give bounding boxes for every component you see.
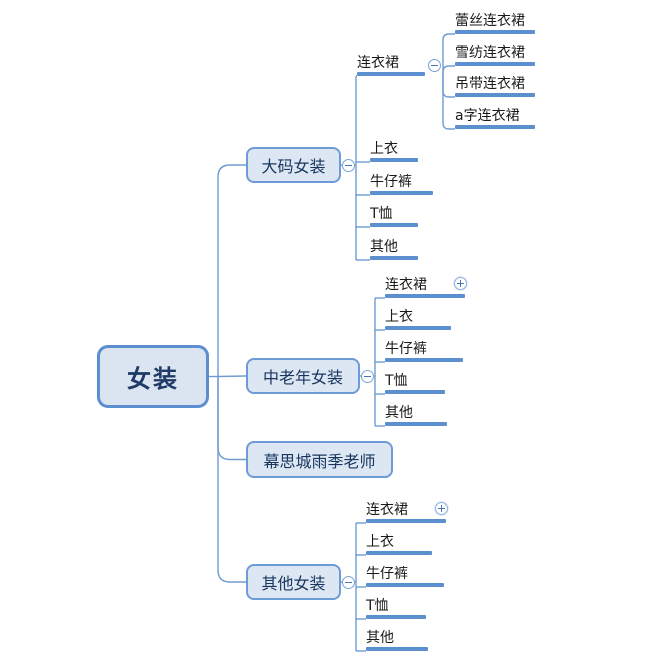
leaf-daima-0-sub-2-label: 吊带连衣裙 xyxy=(455,76,525,92)
leaf-qita-4[interactable]: 其他 xyxy=(366,625,428,651)
wire-root-qita xyxy=(217,376,246,583)
leaf-zhonglaonian-1[interactable]: 上衣 xyxy=(385,304,451,330)
leaf-daima-0-sub-3-underline xyxy=(455,125,535,129)
leaf-daima-1[interactable]: 上衣 xyxy=(370,136,418,162)
branch-node-qita[interactable]: 其他女装 xyxy=(246,564,341,600)
leaf-zhonglaonian-3-label: T恤 xyxy=(385,373,408,389)
branch-toggle-zhonglaonian[interactable] xyxy=(361,370,374,383)
leaf-qita-3-underline xyxy=(366,615,426,619)
leaf-qita-0-toggle[interactable] xyxy=(435,502,448,515)
leaf-daima-4[interactable]: 其他 xyxy=(370,234,418,260)
leaf-daima-0-sub-2[interactable]: 吊带连衣裙 xyxy=(455,71,535,97)
leaf-qita-2[interactable]: 牛仔裤 xyxy=(366,561,444,587)
leaf-zhonglaonian-0-underline xyxy=(385,294,465,298)
branch-toggle-daima[interactable] xyxy=(342,159,355,172)
leaf-daima-0-sub-0-label: 蕾丝连衣裙 xyxy=(455,13,525,29)
leaf-daima-0-sub-2-underline xyxy=(455,93,535,97)
leaf-daima-0-label: 连衣裙 xyxy=(357,55,399,71)
leaf-daima-4-label: 其他 xyxy=(370,239,398,255)
leaf-zhonglaonian-1-underline xyxy=(385,326,451,330)
leaf-qita-2-underline xyxy=(366,583,444,587)
leaf-daima-0-sub-1-label: 雪纺连衣裙 xyxy=(455,45,525,61)
root-node[interactable]: 女装 xyxy=(97,345,209,408)
leaf-qita-0-label: 连衣裙 xyxy=(366,502,408,518)
leaf-daima-0-sub-3[interactable]: a字连衣裙 xyxy=(455,103,535,129)
leaf-daima-0-toggle[interactable] xyxy=(428,59,441,72)
wire-leaf-daima-0-sub-3 xyxy=(442,76,455,130)
leaf-qita-4-label: 其他 xyxy=(366,630,394,646)
leaf-daima-3[interactable]: T恤 xyxy=(370,201,418,227)
leaf-zhonglaonian-4-label: 其他 xyxy=(385,405,413,421)
leaf-zhonglaonian-3-underline xyxy=(385,390,445,394)
leaf-daima-4-underline xyxy=(370,256,418,260)
leaf-daima-3-underline xyxy=(370,223,418,227)
leaf-daima-3-label: T恤 xyxy=(370,206,393,222)
leaf-daima-2[interactable]: 牛仔裤 xyxy=(370,169,433,195)
wire-leaf-daima-0-sub-2 xyxy=(442,76,455,98)
leaf-zhonglaonian-2-underline xyxy=(385,358,463,362)
leaf-daima-0-sub-0-underline xyxy=(455,30,535,34)
leaf-qita-1[interactable]: 上衣 xyxy=(366,529,432,555)
leaf-daima-2-underline xyxy=(370,191,433,195)
branch-node-zhonglaonian[interactable]: 中老年女装 xyxy=(246,358,360,394)
leaf-daima-0-sub-3-label: a字连衣裙 xyxy=(455,108,520,124)
leaf-qita-3-label: T恤 xyxy=(366,598,389,614)
leaf-qita-2-label: 牛仔裤 xyxy=(366,566,408,582)
leaf-zhonglaonian-4[interactable]: 其他 xyxy=(385,400,447,426)
leaf-qita-3[interactable]: T恤 xyxy=(366,593,426,619)
leaf-zhonglaonian-2-label: 牛仔裤 xyxy=(385,341,427,357)
wire-root-daima xyxy=(217,164,246,377)
leaf-daima-1-underline xyxy=(370,158,418,162)
leaf-qita-1-label: 上衣 xyxy=(366,534,394,550)
wire-root-zhonglaonian xyxy=(217,375,247,378)
leaf-daima-2-label: 牛仔裤 xyxy=(370,174,412,190)
leaf-zhonglaonian-1-label: 上衣 xyxy=(385,309,413,325)
leaf-zhonglaonian-0[interactable]: 连衣裙 xyxy=(385,272,465,298)
leaf-daima-0-sub-1-underline xyxy=(455,62,535,66)
leaf-qita-1-underline xyxy=(366,551,432,555)
leaf-qita-4-underline xyxy=(366,647,428,651)
leaf-daima-0-underline xyxy=(357,72,425,76)
leaf-daima-1-label: 上衣 xyxy=(370,141,398,157)
wire-root-musicheng xyxy=(217,376,246,461)
leaf-qita-0[interactable]: 连衣裙 xyxy=(366,497,446,523)
leaf-zhonglaonian-4-underline xyxy=(385,422,447,426)
branch-toggle-qita[interactable] xyxy=(342,576,355,589)
wire-leaf-daima-0-sub-1 xyxy=(442,65,455,76)
leaf-zhonglaonian-0-toggle[interactable] xyxy=(454,277,467,290)
leaf-daima-0-sub-1[interactable]: 雪纺连衣裙 xyxy=(455,40,535,66)
leaf-zhonglaonian-2[interactable]: 牛仔裤 xyxy=(385,336,463,362)
leaf-qita-0-underline xyxy=(366,519,446,523)
leaf-daima-0-sub-0[interactable]: 蕾丝连衣裙 xyxy=(455,8,535,34)
leaf-zhonglaonian-0-label: 连衣裙 xyxy=(385,277,427,293)
leaf-daima-0[interactable]: 连衣裙 xyxy=(357,50,425,76)
wire-leaf-daima-0-sub-0 xyxy=(442,33,455,76)
branch-node-daima[interactable]: 大码女装 xyxy=(246,147,341,183)
branch-node-musicheng[interactable]: 幕思城雨季老师 xyxy=(246,441,393,478)
leaf-zhonglaonian-3[interactable]: T恤 xyxy=(385,368,445,394)
